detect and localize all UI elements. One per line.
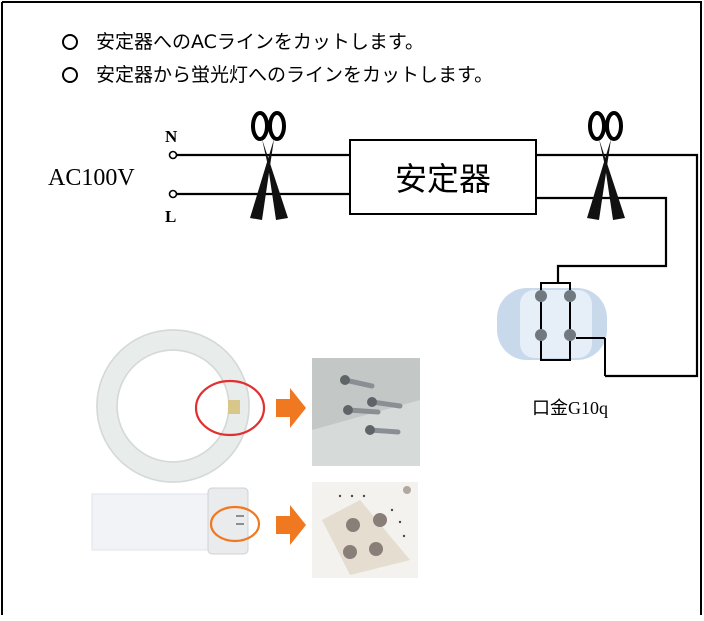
arrow-right-icon	[276, 505, 306, 545]
instruction-line-2: 安定器から蛍光灯へのラインをカットします。	[62, 60, 493, 87]
ballast-box	[349, 139, 537, 215]
scissors-icon	[250, 111, 288, 220]
instruction-text: 安定器から蛍光灯へのラインをカットします。	[96, 64, 494, 86]
ac-voltage-label: AC100V	[48, 165, 135, 191]
terminal-n-label: N	[165, 127, 178, 146]
terminal-l	[168, 189, 178, 199]
circular-lamp-pins-image	[312, 358, 420, 466]
scissors-icon	[587, 111, 625, 220]
circular-lamp-image	[96, 329, 266, 483]
terminal-l-label: L	[165, 207, 176, 226]
socket-type-label: 口金G10q	[532, 398, 608, 418]
pin-highlight-circle	[194, 379, 266, 437]
circle-bullet-icon	[62, 67, 78, 83]
instruction-line-1: 安定器へのACラインをカットします。	[62, 27, 424, 54]
straight-tube-image	[91, 487, 261, 555]
circle-bullet-icon	[62, 34, 78, 50]
pin-highlight-circle	[209, 505, 261, 543]
instruction-text: 安定器へのACラインをカットします。	[96, 31, 425, 53]
straight-tube-pins-image	[312, 482, 418, 578]
arrow-right-icon	[276, 388, 306, 428]
terminal-n	[168, 150, 178, 160]
ballast-label: 安定器	[395, 160, 491, 198]
g10q-socket-image	[497, 282, 607, 376]
